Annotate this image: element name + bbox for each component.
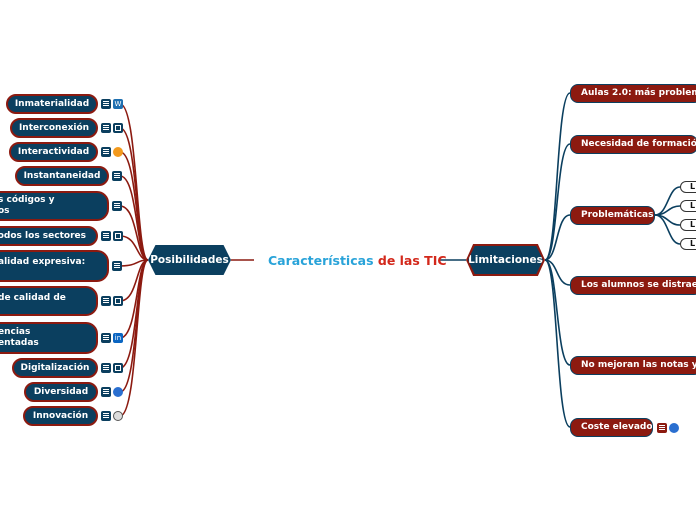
right-node-formacion[interactable]: Necesidad de formación [570,135,696,154]
left-node-label: Innovación [32,410,89,421]
sub-leaf-label: L [690,182,696,191]
left-node-instantaneidad[interactable]: Instantaneidad [15,166,109,186]
left-node-calidad-expresiva[interactable]: alidad expresiva: [0,250,109,282]
link-icon[interactable] [113,363,123,373]
link-icon[interactable] [113,231,123,241]
sub-leaf-label: L [690,239,696,248]
left-node-label: Interconexión [18,122,90,133]
linkedin-icon[interactable]: in [113,333,123,343]
left-node-label: encias entadas [0,327,39,348]
note-icon[interactable] [101,333,111,343]
sub-leaf[interactable]: L [680,219,696,231]
note-icon[interactable] [112,261,122,271]
globe-icon[interactable] [669,423,679,433]
right-node-coste[interactable]: Coste elevado [570,418,653,437]
left-node-label: Diversidad [33,386,89,397]
globe-icon[interactable] [113,387,123,397]
link-icon[interactable] [113,296,123,306]
right-node-label: Problemáticas [581,210,654,220]
topic-posibilidades-label: Posibilidades [150,254,229,266]
note-icon[interactable] [101,231,111,241]
topic-posibilidades[interactable]: Posibilidades [148,245,231,275]
note-icon[interactable] [101,147,111,157]
left-node-sectores[interactable]: n todos los sectores [0,226,98,246]
note-icon[interactable] [101,99,111,109]
right-node-distraen[interactable]: Los alumnos se distraen m [570,276,696,295]
left-node-interconexion[interactable]: Interconexión [10,118,98,138]
left-node-interactividad[interactable]: Interactividad [9,142,98,162]
left-node-digitalizacion[interactable]: Digitalización [12,358,98,378]
left-node-calidad[interactable]: de calidad de [0,286,98,316]
note-icon[interactable] [101,387,111,397]
left-node-innovacion[interactable]: Innovación [23,406,98,426]
right-node-label: Aulas 2.0: más problemas [581,88,696,98]
note-icon[interactable] [101,123,111,133]
note-icon[interactable] [112,171,122,181]
left-node-codigos[interactable]: s códigos y os [0,191,109,221]
left-node-inmaterialidad[interactable]: Inmaterialidad [6,94,98,114]
link-icon[interactable] [113,123,123,133]
right-node-notas[interactable]: No mejoran las notas y apr [570,356,696,375]
topic-limitaciones-label: Limitaciones [468,254,543,266]
sub-leaf[interactable]: L [680,200,696,212]
right-node-label: Necesidad de formación [581,139,696,149]
left-node-label: Digitalización [20,362,90,373]
note-icon[interactable] [112,201,122,211]
wikipedia-icon[interactable] [113,411,123,421]
note-icon[interactable] [657,423,667,433]
left-node-label: alidad expresiva: [0,257,86,267]
title-part-2: de las TIC [377,253,447,268]
right-node-aulas[interactable]: Aulas 2.0: más problemas [570,84,696,103]
rss-icon[interactable] [113,147,123,157]
left-node-label: Interactividad [17,146,90,157]
note-icon[interactable] [101,296,111,306]
wordpress-icon[interactable]: W [113,99,123,109]
right-node-label: No mejoran las notas y apr [581,360,696,370]
topic-limitaciones[interactable]: Limitaciones [466,244,545,276]
right-node-problematicas[interactable]: Problemáticas [570,206,655,225]
note-icon[interactable] [101,411,111,421]
sub-leaf[interactable]: L [680,181,696,193]
note-icon[interactable] [101,363,111,373]
left-node-label: s códigos y os [0,195,55,216]
left-node-tendencias[interactable]: encias entadas [0,322,98,354]
right-node-label: Coste elevado [581,422,653,432]
left-node-label: n todos los sectores [0,230,86,241]
left-node-label: Instantaneidad [23,170,101,181]
sub-leaf-label: L [690,220,696,229]
left-node-label: Inmaterialidad [14,98,90,109]
right-node-label: Los alumnos se distraen m [581,280,696,290]
sub-leaf-label: L [690,201,696,210]
sub-leaf[interactable]: L [680,238,696,250]
left-node-label: de calidad de [0,293,66,303]
central-topic[interactable]: Características de las TIC [268,253,447,268]
title-part-1: Características [268,253,374,268]
left-node-diversidad[interactable]: Diversidad [24,382,98,402]
